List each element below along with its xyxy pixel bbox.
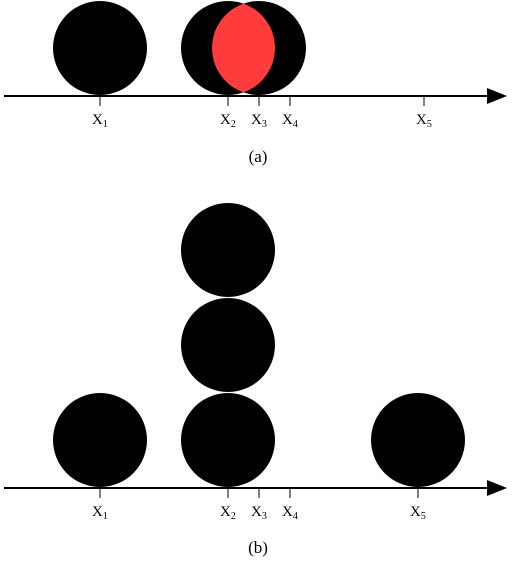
overlap-region	[212, 1, 275, 95]
panel-a: X1 X2 X3 X4 X5 (a)	[4, 1, 507, 166]
disk-b-x2-middle	[181, 298, 275, 392]
disk-b-x1	[53, 393, 147, 487]
axis-arrow-b	[487, 480, 507, 496]
disk-b-x2-bottom	[181, 393, 275, 487]
tick-label-x2: X2	[220, 112, 236, 130]
panel-caption-a: (a)	[249, 147, 268, 166]
tick-label-x1: X1	[92, 112, 108, 130]
tick-label-x3: X3	[251, 112, 267, 130]
tick-label-x4: X4	[282, 112, 298, 130]
disk-b-x2-top	[181, 203, 275, 297]
axis-arrow-a	[487, 88, 507, 104]
tick-label-b-x4: X4	[282, 504, 298, 522]
disk-b-x5	[371, 393, 465, 487]
tick-label-b-x5: X5	[410, 504, 426, 522]
tick-label-b-x1: X1	[92, 504, 108, 522]
panel-b: X1 X2 X3 X4 X5 (b)	[4, 203, 507, 557]
tick-label-x5: X5	[416, 112, 432, 130]
tick-label-b-x2: X2	[220, 504, 236, 522]
tick-label-b-x3: X3	[251, 504, 267, 522]
panel-caption-b: (b)	[248, 538, 268, 557]
disk-x1	[53, 1, 147, 95]
